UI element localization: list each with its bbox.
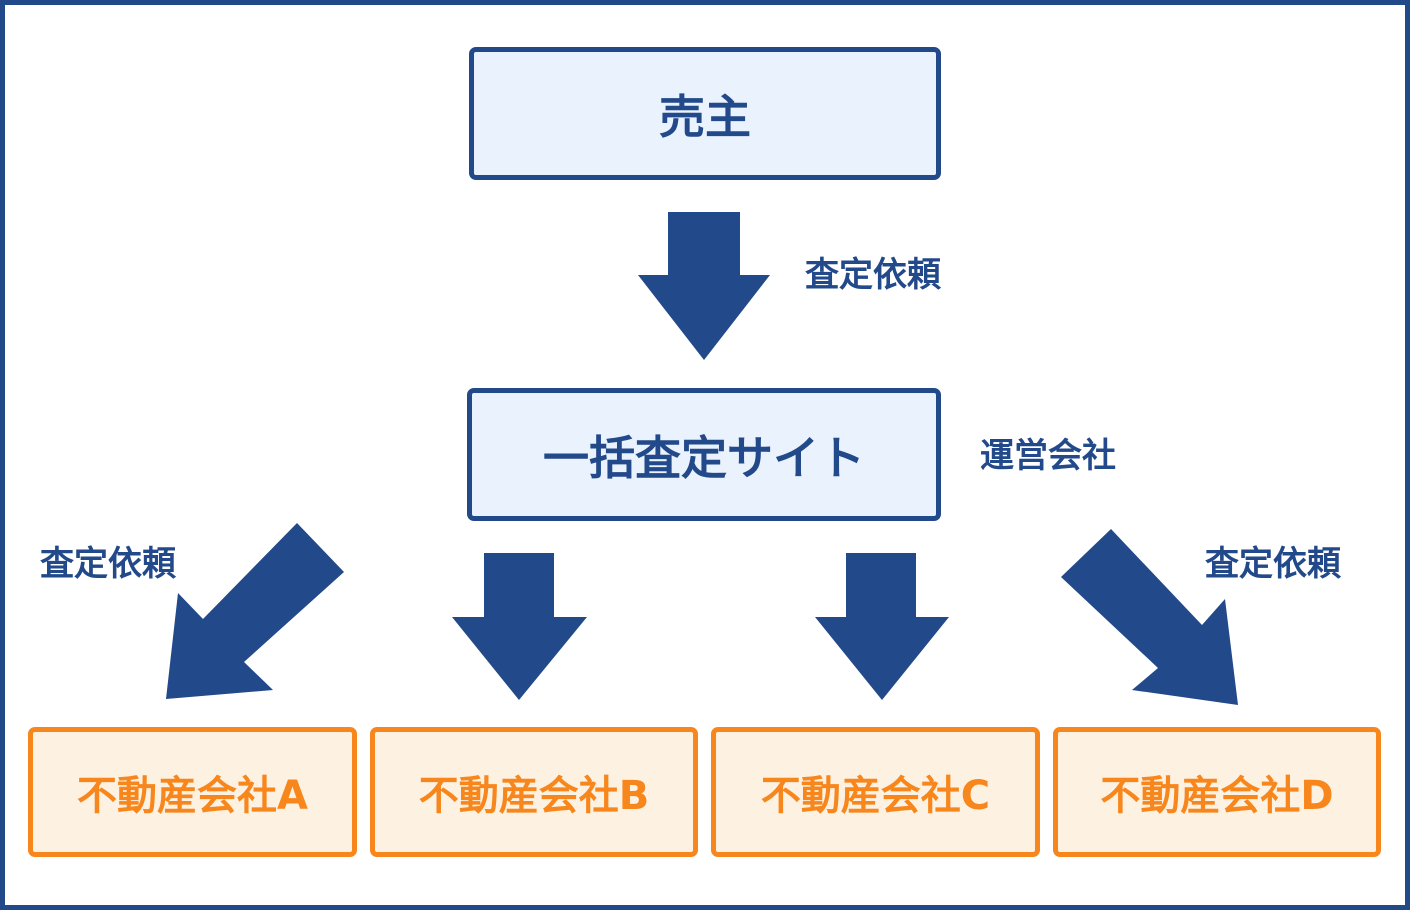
arrow-to-company-c (815, 553, 949, 700)
company-a-box: 不動産会社A (28, 727, 357, 857)
arrow-to-company-b (452, 553, 587, 700)
operator-label: 運営会社 (980, 436, 1116, 476)
company-b-box: 不動産会社B (370, 727, 698, 857)
company-c-box: 不動産会社C (711, 727, 1040, 857)
company-c-label: 不動産会社C (760, 773, 991, 819)
request-label-top: 査定依頼 (805, 255, 941, 295)
arrow-to-company-a (166, 523, 344, 699)
company-d-box: 不動産会社D (1053, 727, 1381, 857)
company-d-label: 不動産会社D (1100, 773, 1334, 819)
company-b-label: 不動産会社B (418, 773, 650, 819)
site-label: 一括査定サイト (543, 430, 865, 485)
arrow-seller-to-site (638, 212, 770, 360)
arrow-to-company-d (1061, 529, 1238, 705)
site-box: 一括査定サイト (467, 388, 941, 521)
request-label-right: 査定依頼 (1205, 544, 1341, 584)
company-a-label: 不動産会社A (77, 773, 308, 819)
seller-label: 売主 (659, 89, 751, 144)
request-label-left: 査定依頼 (40, 544, 176, 584)
seller-box: 売主 (469, 47, 941, 180)
